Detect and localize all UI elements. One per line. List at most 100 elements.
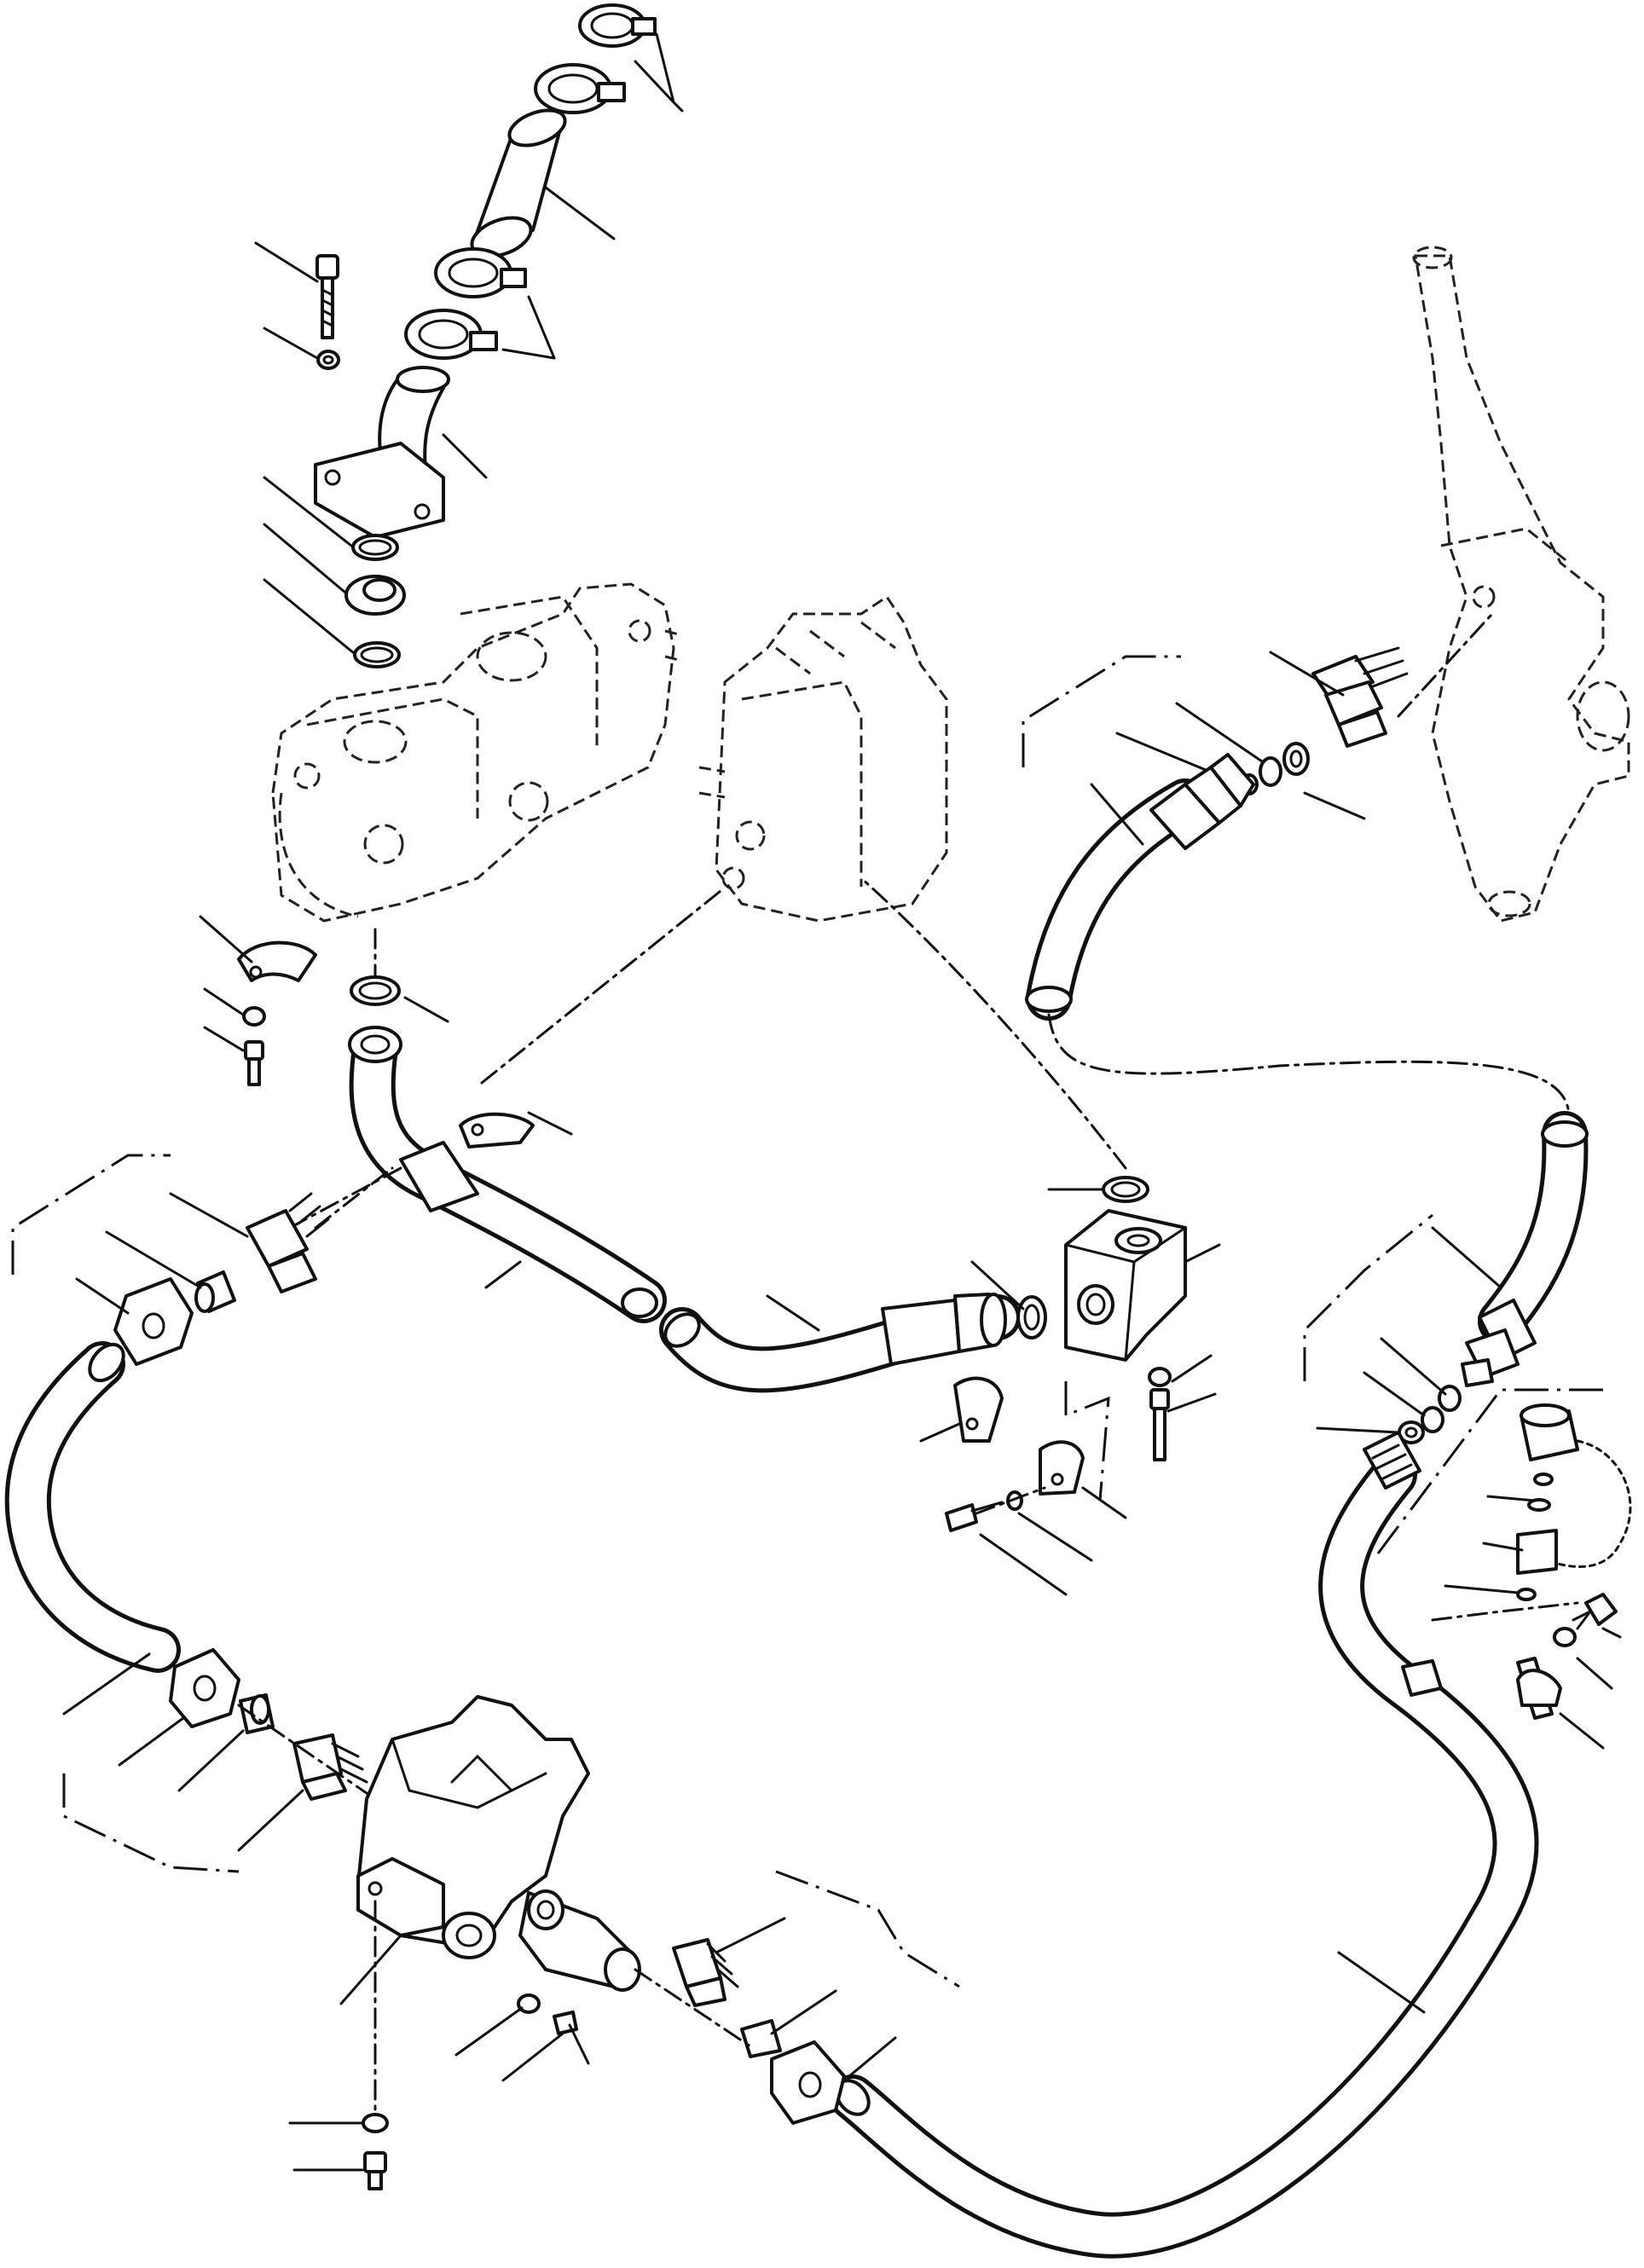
leader-manifold-washer bbox=[1171, 1354, 1213, 1383]
centerline-hose-link bbox=[1047, 1013, 1571, 1119]
priority-bottom-bolt bbox=[363, 2151, 387, 2190]
leader-o-ring-block-side bbox=[970, 1260, 1025, 1310]
nut-left-upper bbox=[113, 1277, 194, 1366]
leader-top-clamps bbox=[634, 32, 684, 113]
leader-manifold-bolt bbox=[1166, 1392, 1217, 1413]
leader-o-ring-knuckle-2 bbox=[1303, 791, 1366, 820]
control-valve-ghost bbox=[698, 594, 948, 923]
leader-line-left bbox=[62, 1652, 151, 1715]
steering-line-lower-right bbox=[830, 1431, 1539, 2259]
leader-spacer bbox=[263, 523, 347, 594]
pump-outlet-elbow-hose bbox=[348, 1026, 667, 1323]
o-ring-knuckle-1 bbox=[1282, 742, 1310, 776]
priority-valve-port-stub bbox=[518, 1889, 641, 1992]
leader-outlet-o-ring bbox=[403, 996, 449, 1023]
hose-clip-right bbox=[1516, 1657, 1562, 1720]
nut-left-lower bbox=[169, 1648, 240, 1728]
priority-valve-body bbox=[356, 1695, 590, 1946]
centerline-block-clamp bbox=[975, 1486, 1046, 1515]
adapter-left-upper bbox=[246, 1192, 330, 1293]
leader-line-lower-right bbox=[1337, 1951, 1426, 2014]
top-hose-clamp-upper bbox=[578, 3, 657, 48]
leader-clip-right bbox=[1559, 1712, 1605, 1750]
priority-valve-bolt bbox=[553, 2011, 590, 2065]
straight-adapter-knuckle bbox=[1311, 646, 1409, 748]
leader-outlet-elbow-hose bbox=[484, 1260, 522, 1289]
test-point-cap bbox=[1520, 1403, 1579, 1461]
bracket-priority-right bbox=[775, 1870, 960, 1988]
o-ring-right-2 bbox=[1421, 1406, 1444, 1433]
mid-hose-clamp-lower bbox=[404, 309, 498, 360]
leader-block-clamp-bolt bbox=[979, 1533, 1068, 1596]
flange-washer-top bbox=[316, 350, 340, 370]
leader-sleeve-left-lower bbox=[177, 1729, 245, 1792]
leader-outlet-clamp bbox=[199, 915, 253, 963]
leader-test-washer bbox=[1444, 1584, 1520, 1594]
hose-to-manifold-block bbox=[659, 1293, 1021, 1393]
leader-o-ring-right-2 bbox=[1363, 1371, 1426, 1417]
leader-bolt-top bbox=[254, 241, 319, 283]
line-clamp-block bbox=[1401, 1659, 1443, 1697]
leader-outlet-bolt bbox=[203, 1026, 245, 1052]
clip-bolt-right bbox=[1572, 1593, 1618, 1630]
centerline-left-upper bbox=[314, 1166, 394, 1229]
sleeve-left-upper bbox=[194, 1270, 236, 1313]
adapter-left-lower bbox=[292, 1733, 368, 1801]
o-ring-block-side bbox=[1016, 1295, 1047, 1339]
priority-bottom-washer bbox=[362, 2113, 389, 2133]
leader-elbow-clamp bbox=[527, 1111, 573, 1136]
leader-outlet-washer bbox=[203, 987, 245, 1016]
short-rubber-hose bbox=[470, 108, 567, 258]
flange-bolt-top bbox=[315, 254, 339, 339]
leader-test-seal bbox=[1486, 1495, 1537, 1502]
block-clamp-half-2 bbox=[1039, 1440, 1085, 1496]
manifold-block bbox=[1064, 1209, 1187, 1362]
leader-adapter-left-upper bbox=[169, 1192, 249, 1238]
elbow-clamp-half bbox=[459, 1112, 535, 1148]
leader-nut-left-lower bbox=[118, 1716, 185, 1767]
leader-adapter-priority-right bbox=[715, 1917, 786, 1954]
steering-knuckle-ghost bbox=[1412, 246, 1630, 923]
test-point-washer bbox=[1516, 1588, 1537, 1601]
bracket-block-group bbox=[1064, 1381, 1110, 1501]
leader-manifold-block bbox=[1184, 1243, 1221, 1264]
leader-o-ring-knuckle bbox=[1175, 702, 1264, 763]
leader-clip-bolt-right bbox=[1601, 1627, 1622, 1639]
manifold-bolt bbox=[1149, 1388, 1170, 1461]
test-point-chain bbox=[1525, 1439, 1632, 1568]
suction-elbow-flange bbox=[314, 366, 450, 539]
hydraulic-pump-ghost bbox=[271, 582, 683, 923]
centerline-clip bbox=[1431, 1601, 1579, 1622]
leader-o-ring-1 bbox=[263, 476, 353, 547]
leader-clip-washer-right bbox=[1576, 1657, 1613, 1690]
spacer-ring bbox=[344, 575, 406, 616]
block-clamp-bolt bbox=[945, 1501, 1004, 1532]
adapter-priority-right bbox=[672, 1938, 739, 2007]
o-ring-knuckle-2 bbox=[1259, 756, 1282, 787]
manifold-washer bbox=[1148, 1367, 1172, 1387]
pump-outlet-clamp-half bbox=[237, 940, 317, 982]
leader-adapter-left-lower bbox=[237, 1789, 304, 1852]
leader-sleeve-priority-right bbox=[770, 1989, 837, 2035]
leader-washer-top bbox=[263, 327, 319, 360]
centerline-block-valve bbox=[860, 877, 1127, 1170]
leader-washer-right bbox=[1316, 1426, 1400, 1434]
leader-nut-left-upper bbox=[75, 1277, 130, 1315]
centerline-elbow-left bbox=[288, 1166, 402, 1229]
o-ring-2 bbox=[353, 641, 401, 668]
leader-priority-washer bbox=[454, 2006, 524, 2057]
priority-valve-washer bbox=[517, 1993, 541, 2014]
leader-priority-valve bbox=[339, 1934, 402, 2005]
leader-block-clamp-1 bbox=[919, 1422, 961, 1443]
bracket-test-group bbox=[1371, 1388, 1603, 1561]
washer-right bbox=[1398, 1420, 1425, 1444]
pump-outlet-o-ring bbox=[350, 975, 401, 1006]
sleeve-priority-right bbox=[740, 2019, 782, 2058]
pump-outlet-washer bbox=[242, 1006, 266, 1027]
leader-sleeve-left-upper bbox=[105, 1230, 202, 1289]
sleeve-left-lower bbox=[239, 1693, 275, 1734]
leader-short-hose bbox=[544, 186, 616, 240]
steering-hose-right-middle bbox=[1461, 1111, 1589, 1387]
centerline-elbow-valve bbox=[480, 889, 722, 1085]
